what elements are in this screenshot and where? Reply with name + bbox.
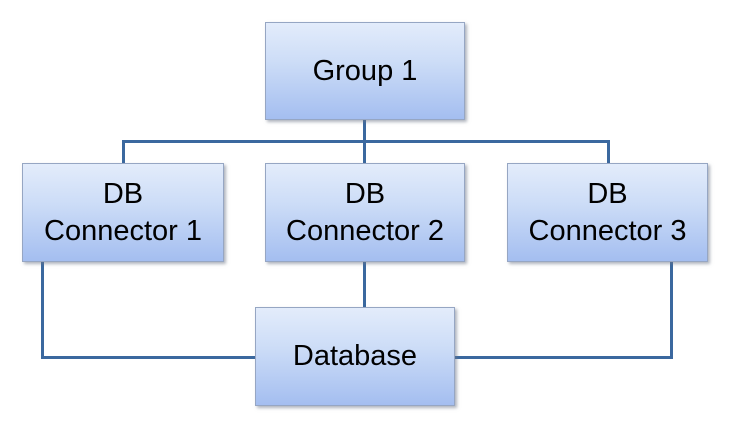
edge-connector1-to-database-vertical — [41, 261, 44, 359]
node-db-connector-3-label-line2: Connector 3 — [528, 214, 687, 247]
node-group-1: Group 1 — [265, 22, 465, 120]
edge-connector3-to-database-vertical — [670, 261, 673, 359]
edge-bus-to-connector1 — [122, 140, 125, 164]
node-db-connector-3: DB Connector 3 — [507, 163, 708, 262]
node-db-connector-2: DB Connector 2 — [265, 163, 465, 262]
edge-connector2-to-database — [363, 261, 366, 308]
node-db-connector-1-label-line1: DB — [102, 177, 144, 210]
edge-bus-horizontal — [122, 140, 610, 143]
edge-connector3-to-database-horizontal — [454, 356, 673, 359]
node-db-connector-1: DB Connector 1 — [22, 163, 224, 262]
node-db-connector-1-label-line2: Connector 1 — [44, 214, 202, 247]
node-database: Database — [255, 307, 455, 406]
node-db-connector-2-label-line2: Connector 2 — [286, 214, 444, 247]
node-group-1-label: Group 1 — [312, 54, 418, 87]
edge-connector1-to-database-horizontal — [41, 356, 256, 359]
node-db-connector-2-label-line1: DB — [344, 177, 386, 210]
edge-bus-to-connector3 — [607, 140, 610, 164]
node-database-label: Database — [292, 340, 418, 372]
node-db-connector-3-label-line1: DB — [587, 177, 628, 210]
